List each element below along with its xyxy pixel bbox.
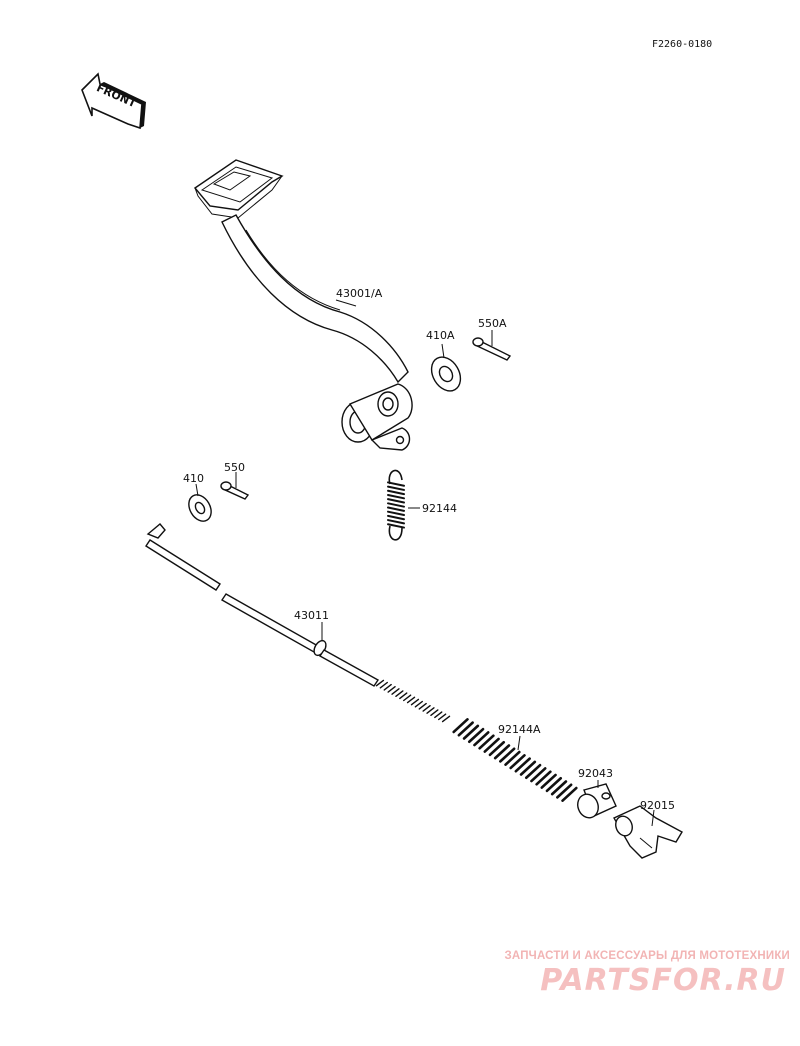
brake-rod-43011: 43011 — [145, 523, 451, 723]
washer-410a: 410A — [426, 329, 462, 392]
label-410: 410 — [183, 472, 204, 485]
label-92144a: 92144A — [498, 723, 541, 736]
label-92015: 92015 — [640, 799, 675, 812]
watermark-logo: PARTSFOR.RU — [540, 963, 786, 998]
label-410a: 410A — [426, 329, 455, 342]
trunnion-92043: 92043 — [577, 767, 617, 819]
front-arrow-icon: FRONT — [81, 72, 146, 130]
adjusting-nut-92015: 92015 — [613, 799, 683, 859]
cotter-pin-550a: 550A — [472, 317, 512, 361]
label-92043: 92043 — [578, 767, 613, 780]
cotter-pin-550: 550 — [220, 461, 250, 500]
watermark-tagline: ЗАПЧАСТИ И АКСЕССУАРЫ ДЛЯ МОТОТЕХНИКИ — [504, 950, 790, 962]
label-92144: 92144 — [422, 502, 457, 515]
brake-pedal-43001a: 43001/A — [193, 159, 413, 451]
label-550a: 550A — [478, 317, 507, 330]
spring-92144a: 92144A — [452, 718, 578, 802]
label-43011: 43011 — [294, 609, 329, 622]
washer-410: 410 — [183, 472, 212, 522]
return-spring-92144: 92144 — [387, 469, 457, 541]
label-550: 550 — [224, 461, 245, 474]
diagram-code: F2260-0180 — [652, 39, 712, 50]
label-43001a: 43001/A — [336, 287, 383, 300]
